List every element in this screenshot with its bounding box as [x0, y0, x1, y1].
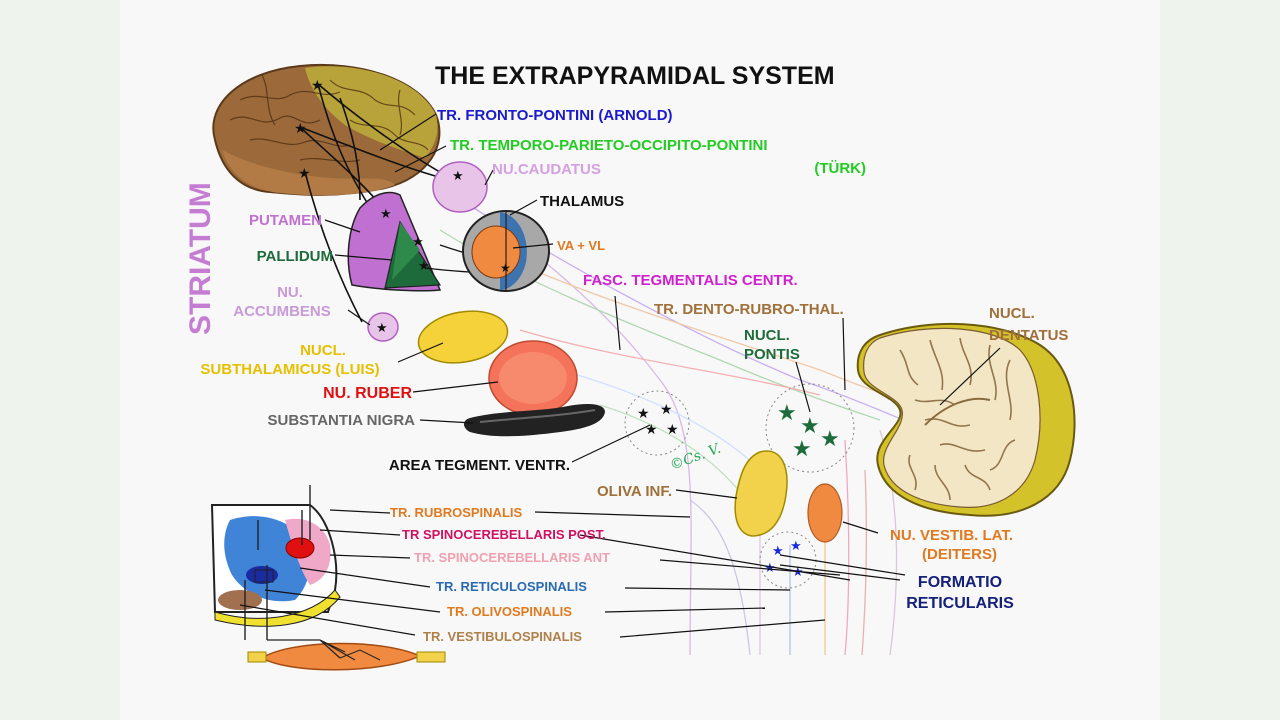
thalamus-shape: [462, 210, 550, 292]
svg-text:★: ★: [764, 561, 776, 576]
svg-text:★: ★: [666, 422, 679, 438]
svg-text:★: ★: [376, 321, 388, 336]
label-nu-vestib-lat-line2: (DEITERS): [922, 546, 997, 563]
label-nu-caudatus: NU.CAUDATUS: [492, 161, 601, 178]
brainstem-nuclei: [734, 450, 843, 543]
label-nucl-pontis-line2: PONTIS: [744, 346, 800, 363]
corticostriatal-fibers: [299, 83, 451, 323]
label-fasc-tegmentalis: FASC. TEGMENTALIS CENTR.: [583, 272, 798, 289]
label-area-tegment-ventr: AREA TEGMENT. VENTR.: [389, 457, 570, 474]
label-substantia-nigra: SUBSTANTIA NIGRA: [268, 412, 416, 429]
label-pallidum: PALLIDUM: [257, 248, 333, 265]
svg-text:★: ★: [772, 544, 784, 559]
label-va-vl: VA + VL: [557, 238, 605, 253]
label-subthalamicus-line2: SUBTHALAMICUS (LUIS): [200, 361, 379, 378]
svg-text:★: ★: [452, 169, 464, 184]
svg-text:★: ★: [820, 427, 840, 452]
label-nu-accumbens-line2: ACCUMBENS: [233, 303, 331, 320]
svg-text:★: ★: [792, 437, 812, 462]
area-tegmentalis-circle: ★★ ★★: [624, 390, 690, 456]
svg-text:★: ★: [294, 121, 307, 137]
diagram-title: THE EXTRAPYRAMIDAL SYSTEM: [435, 62, 835, 90]
svg-text:★: ★: [412, 235, 424, 250]
striatum-side-label: STRIATUM: [184, 182, 217, 335]
label-thalamus: THALAMUS: [540, 193, 624, 210]
muscle-fiber: [247, 639, 446, 671]
svg-text:★: ★: [637, 406, 650, 422]
label-subthalamicus-line1: NUCL.: [300, 342, 346, 359]
striatum-stars: ★ ★ ★ ★ ★: [376, 169, 464, 336]
thalamus-star: ★: [500, 261, 511, 275]
label-tr-spinocerebellaris-post: TR SPINOCEREBELLARIS POST.: [402, 527, 606, 542]
cerebellum: [856, 322, 1076, 517]
svg-text:★: ★: [298, 166, 311, 182]
label-oliva-inf: OLIVA INF.: [597, 483, 672, 500]
spinal-cord-section: [210, 485, 341, 640]
label-tr-rubrospinalis: TR. RUBROSPINALIS: [390, 505, 523, 520]
midbrain-nuclei: [417, 310, 605, 437]
cortex-neuron-stars: ★ ★ ★: [294, 78, 324, 182]
svg-text:★: ★: [777, 401, 797, 426]
label-nu-ruber: NU. RUBER: [323, 385, 412, 402]
label-tr-dento-rubro-thal: TR. DENTO-RUBRO-THAL.: [654, 301, 844, 318]
svg-text:★: ★: [311, 78, 324, 94]
reticular-formation-circle: ★ ★ ★ ★: [759, 531, 817, 589]
pontine-nuclei-circle: ★★ ★★: [765, 383, 855, 473]
label-nucl-dentatus-line1: NUCL.: [989, 305, 1035, 322]
label-nucl-pontis-line1: NUCL.: [744, 327, 790, 344]
label-tr-spinocerebellaris-ant: TR. SPINOCEREBELLARIS ANT: [414, 550, 610, 565]
svg-text:★: ★: [792, 565, 804, 580]
label-tr-vestibulospinalis: TR. VESTIBULOSPINALIS: [423, 629, 582, 644]
svg-text:★: ★: [645, 422, 658, 438]
label-nu-vestib-lat-line1: NU. VESTIB. LAT.: [890, 527, 1013, 544]
label-tr-temporo-parieto-line2: (TÜRK): [814, 160, 866, 177]
label-tr-fronto-pontini: TR. FRONTO-PONTINI (ARNOLD): [437, 107, 673, 124]
basal-ganglia: [347, 161, 488, 342]
copyright-mark: ©Cs. V.: [668, 441, 723, 474]
leader-lines: [239, 113, 1001, 638]
label-formatio-line1: FORMATIO: [918, 574, 1002, 591]
cerebral-cortex: [212, 64, 441, 196]
label-nu-accumbens-line1: NU.: [277, 284, 303, 301]
svg-text:★: ★: [790, 539, 802, 554]
label-putamen: PUTAMEN: [249, 212, 322, 229]
svg-text:★: ★: [800, 414, 820, 439]
label-formatio-line2: RETICULARIS: [906, 595, 1014, 612]
label-nucl-dentatus-line2: DENTATUS: [989, 327, 1068, 344]
label-tr-temporo-parieto-line1: TR. TEMPORO-PARIETO-OCCIPITO-PONTINI: [450, 137, 768, 154]
label-tr-reticulospinalis: TR. RETICULOSPINALIS: [436, 579, 587, 594]
svg-text:★: ★: [660, 402, 673, 418]
svg-text:★: ★: [418, 259, 430, 274]
label-tr-olivospinalis: TR. OLIVOSPINALIS: [447, 604, 572, 619]
svg-text:★: ★: [380, 207, 392, 222]
